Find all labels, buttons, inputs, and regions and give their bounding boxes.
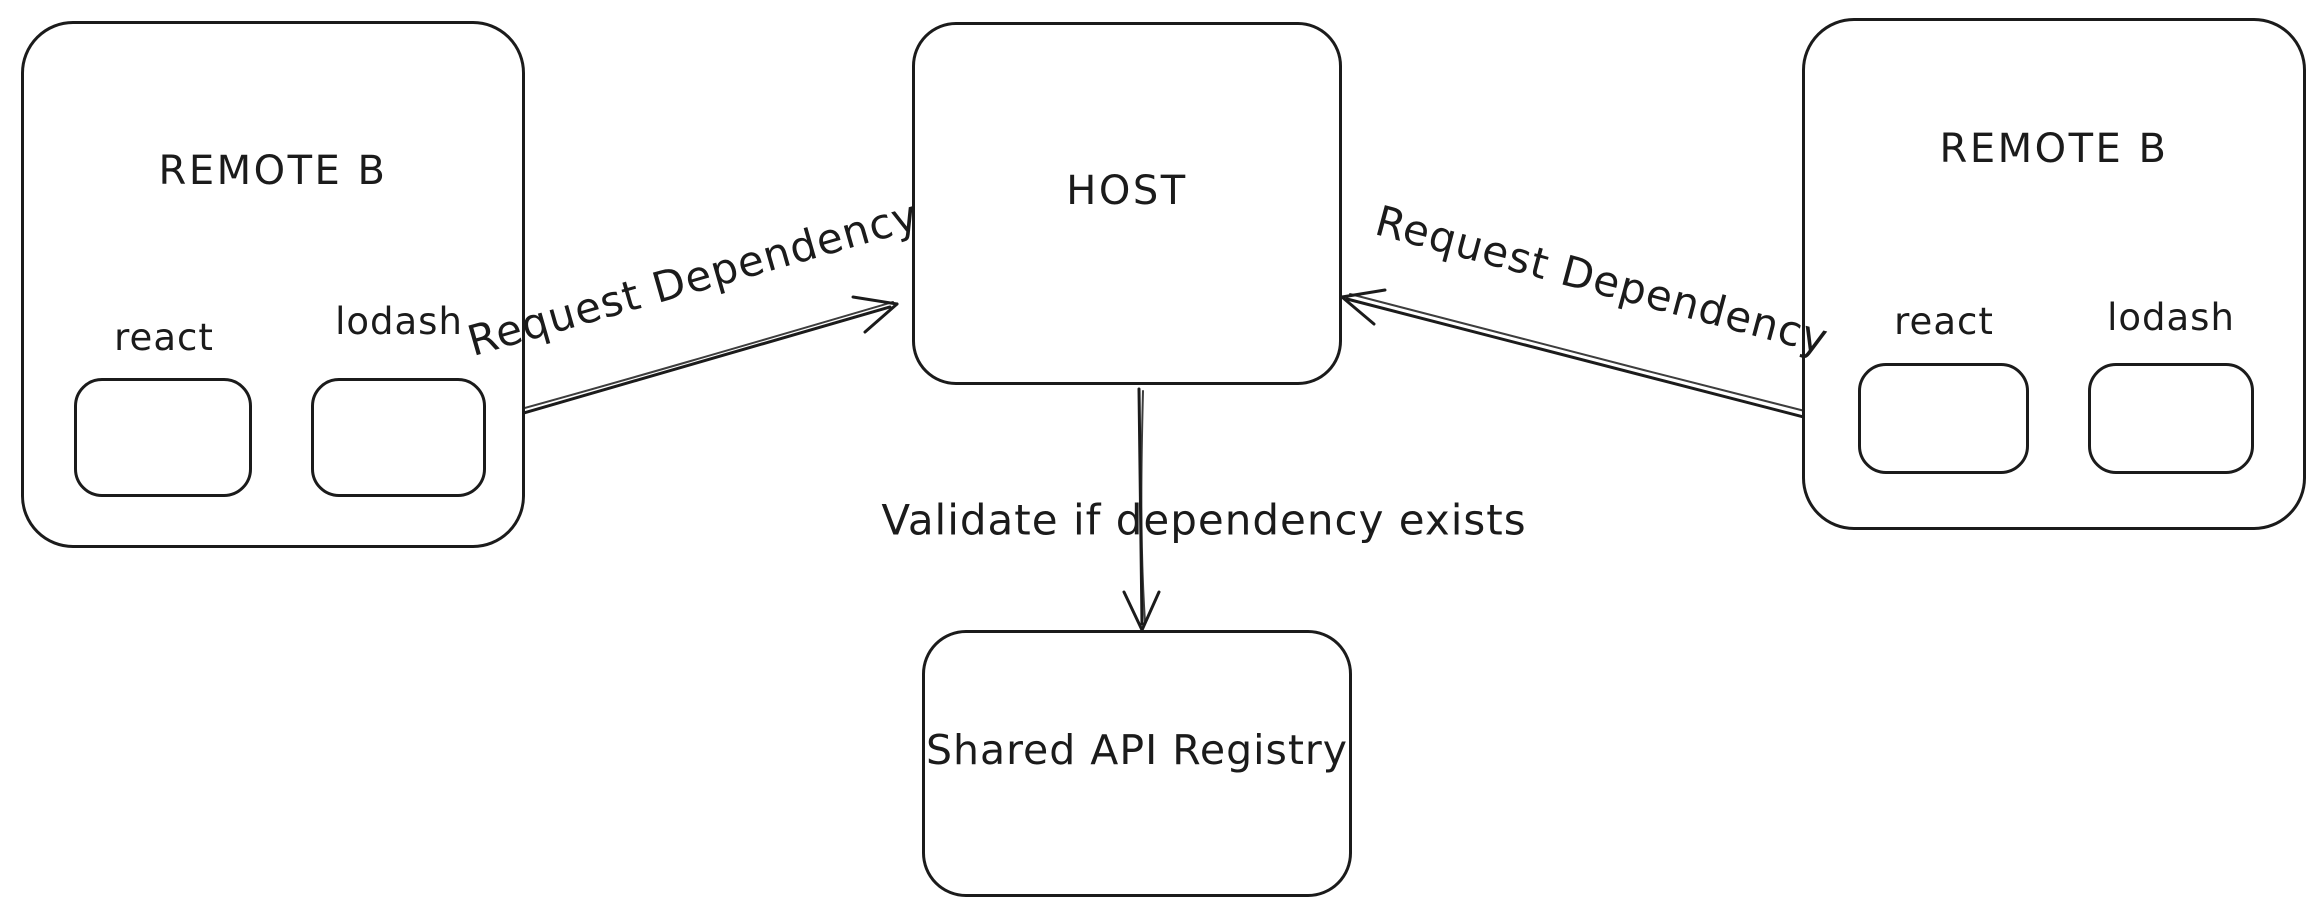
node-host-title: HOST bbox=[1066, 168, 1188, 214]
arrow-host-to-registry bbox=[1122, 387, 1161, 632]
node-remote-right-title: REMOTE B bbox=[1939, 126, 2169, 172]
arrow-remote-right-to-host bbox=[1340, 288, 1857, 432]
node-registry bbox=[922, 630, 1352, 897]
edge-label-validate-dependency: Validate if dependency exists bbox=[881, 495, 1527, 545]
pkg-lodash-right-box bbox=[2088, 363, 2254, 474]
node-registry-title: Shared API Registry bbox=[925, 726, 1349, 774]
pkg-lodash-left-label: lodash bbox=[335, 300, 463, 343]
arrow-remote-left-to-host bbox=[487, 295, 899, 425]
pkg-react-left-box bbox=[74, 378, 252, 497]
pkg-react-left-label: react bbox=[114, 316, 214, 359]
pkg-react-right-box bbox=[1858, 363, 2029, 474]
pkg-lodash-right-label: lodash bbox=[2107, 296, 2235, 339]
pkg-react-right-label: react bbox=[1894, 300, 1994, 343]
pkg-lodash-left-box bbox=[311, 378, 486, 497]
node-host bbox=[912, 22, 1342, 385]
node-remote-left-title: REMOTE B bbox=[158, 148, 388, 194]
